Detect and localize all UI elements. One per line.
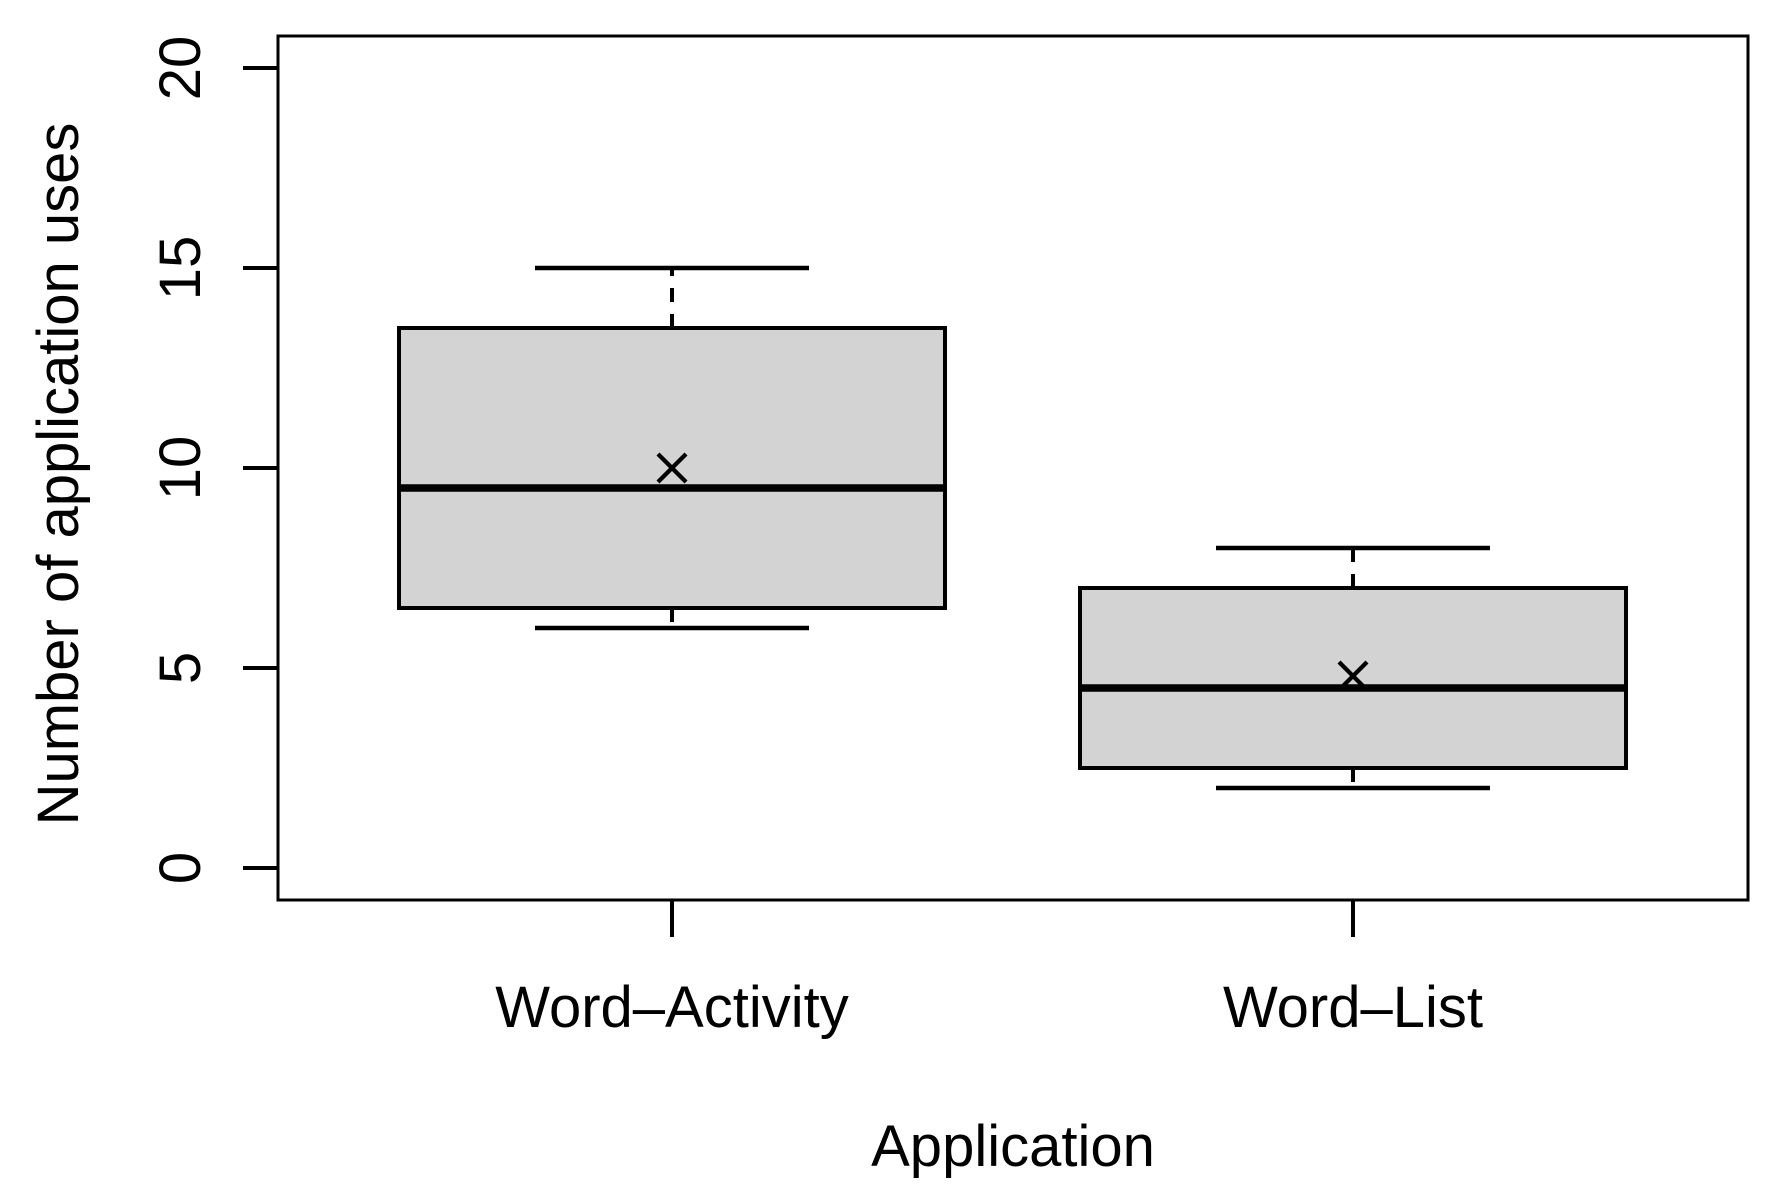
mean-marker [1337,660,1369,692]
category-label: Word–Activity [495,975,848,1040]
y-axis-title: Number of application uses [26,122,91,826]
y-tick-label: 15 [148,236,213,301]
mean-marker [656,452,688,484]
y-tick-label: 0 [148,852,213,884]
x-axis-title: Application [871,1114,1155,1179]
y-tick-label: 5 [148,652,213,684]
y-tick-label: 10 [148,436,213,501]
category-label: Word–List [1223,975,1483,1040]
y-tick-label: 20 [148,36,213,101]
